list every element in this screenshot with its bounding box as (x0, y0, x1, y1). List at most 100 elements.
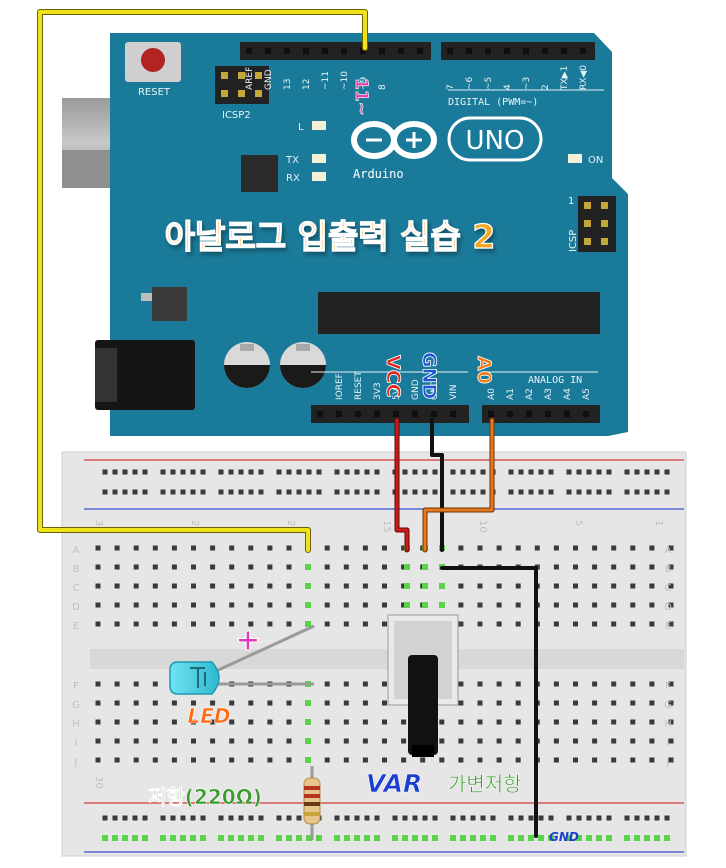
row-label-h: H (72, 719, 80, 730)
rail-hole (460, 815, 466, 821)
rail-hole-connected (286, 835, 292, 841)
breadboard-hole (611, 621, 617, 627)
breadboard-hole (477, 583, 483, 589)
breadboard-hole (630, 700, 636, 706)
row-label-e-right: E (665, 621, 671, 632)
rail-hole (122, 469, 128, 475)
breadboard-hole (668, 700, 674, 706)
led-label: LED (187, 704, 230, 728)
breadboard-hole (191, 738, 196, 744)
breadboard-hole (382, 700, 387, 706)
rail-hole (412, 815, 418, 821)
rail-hole (180, 469, 186, 475)
breadboard-hole (152, 621, 158, 627)
rail-hole (296, 489, 302, 495)
potentiometer-knob[interactable] (408, 655, 438, 755)
breadboard-hole (229, 719, 235, 725)
breadboard-hole (496, 681, 502, 687)
breadboard-hole (152, 738, 158, 744)
rail-hole (566, 489, 572, 495)
yellow-wire-pin11 (38, 10, 367, 552)
breadboard-hole (401, 564, 407, 570)
rail-hole-connected (480, 835, 486, 841)
header-hole (393, 411, 399, 417)
breadboard-hole (152, 583, 158, 589)
breadboard-hole (286, 700, 292, 706)
breadboard-hole (573, 602, 578, 608)
breadboard-hole (114, 681, 120, 687)
breadboard-hole (267, 738, 273, 744)
top-pin-label: ~9 (359, 76, 369, 90)
bottom-pin-label: VIN (449, 384, 459, 400)
breadboard-hole (668, 738, 674, 744)
breadboard-hole (343, 602, 349, 608)
breadboard-hole (573, 757, 578, 763)
rail-hole-connected (654, 835, 660, 841)
rail-hole (258, 489, 264, 495)
breadboard-hole (401, 583, 407, 589)
breadboard-hole (248, 602, 254, 608)
breadboard-hole (324, 757, 330, 763)
breadboard-hole (95, 757, 101, 763)
row-label-a-right: A (665, 545, 672, 556)
analog-in-label: ANALOG IN (528, 375, 582, 386)
rail-hole (112, 489, 118, 495)
rail-hole-connected (248, 835, 254, 841)
rail-hole-connected (180, 835, 186, 841)
header-hole (379, 48, 385, 54)
breadboard-hole (382, 681, 387, 687)
breadboard-hole (668, 583, 674, 589)
connected-hole (404, 564, 410, 570)
rail-hole (586, 815, 592, 821)
rail-hole (480, 815, 486, 821)
breadboard-hole (477, 602, 483, 608)
header-hole (322, 48, 328, 54)
breadboard-hole (630, 564, 636, 570)
rail-hole (432, 815, 438, 821)
breadboard-hole (267, 564, 273, 570)
breadboard-hole (477, 738, 483, 744)
rail-hole (228, 469, 234, 475)
rail-hole-connected (460, 835, 466, 841)
breadboard-hole (210, 583, 216, 589)
reset-button-cap[interactable] (141, 48, 165, 72)
breadboard-hole (210, 757, 216, 763)
rail-hole (654, 815, 660, 821)
breadboard-hole (152, 564, 158, 570)
breadboard-hole (362, 700, 368, 706)
rail-hole (190, 469, 196, 475)
breadboard-hole (171, 621, 177, 627)
rail-hole-connected (470, 835, 476, 841)
bottom-pin-label: A3 (544, 388, 554, 400)
header-hole (523, 48, 529, 54)
rail-hole (102, 815, 108, 821)
breadboard-hole (477, 757, 483, 763)
gnd-pin-label: GND (418, 352, 440, 399)
breadboard-hole (362, 681, 368, 687)
rail-hole (258, 815, 264, 821)
black-wire-gnd-rail (440, 566, 538, 838)
breadboard-hole (210, 602, 216, 608)
rail-hole (402, 815, 408, 821)
rail-hole (548, 489, 554, 495)
rail-hole (422, 815, 428, 821)
breadboard-hole (382, 621, 387, 627)
breadboard-hole (649, 681, 655, 687)
rail-hole (200, 469, 206, 475)
header-hole (504, 48, 510, 54)
breadboard-hole (477, 719, 483, 725)
rail-hole (402, 469, 408, 475)
breadboard-hole (114, 757, 120, 763)
row-label-j-right: J (666, 757, 670, 768)
breadboard-hole (401, 545, 407, 551)
header-hole (265, 48, 271, 54)
breadboard-hole (362, 719, 368, 725)
breadboard-hole (210, 700, 216, 706)
breadboard-hole (95, 564, 101, 570)
rail-hole (306, 489, 312, 495)
breadboard-hole (553, 621, 559, 627)
rail-hole-connected (122, 835, 128, 841)
rail-hole (664, 469, 670, 475)
breadboard-hole (286, 757, 292, 763)
top-pin-label: 7 (446, 84, 456, 90)
